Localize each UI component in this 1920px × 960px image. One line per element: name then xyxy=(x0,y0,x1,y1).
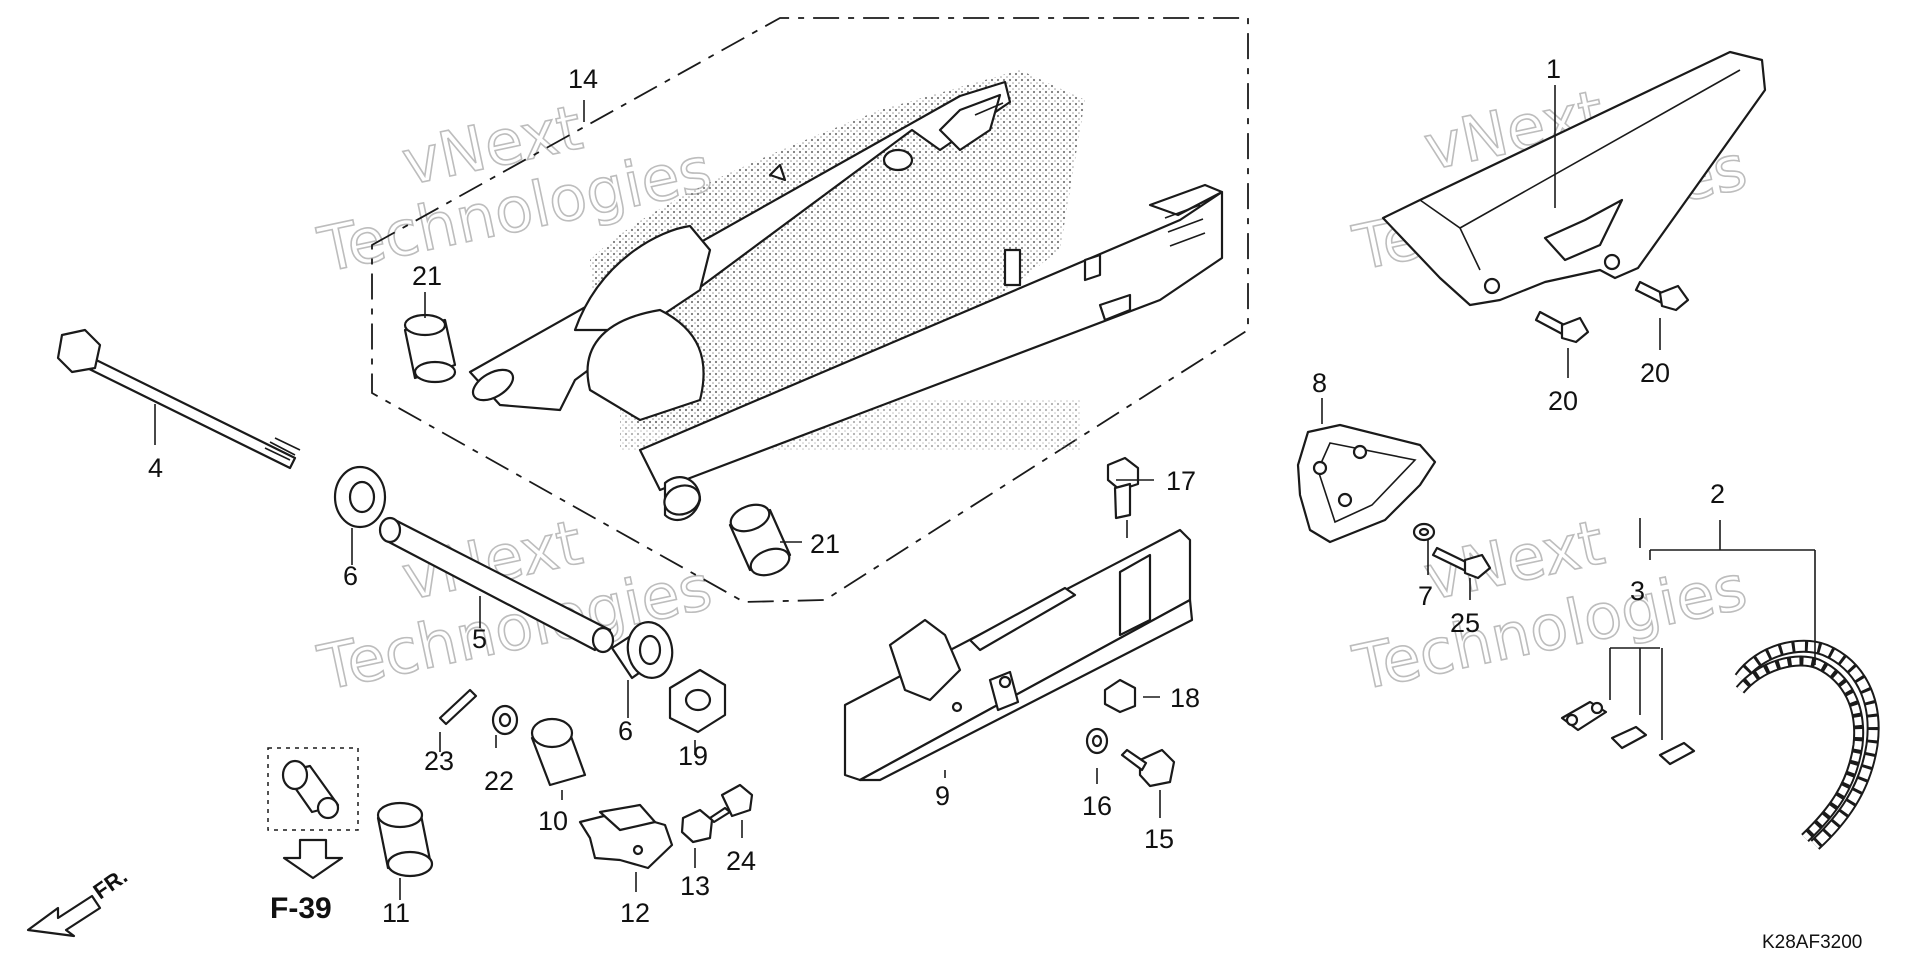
callout-2: 2 xyxy=(1710,479,1725,509)
bolt-part-17 xyxy=(1106,456,1140,520)
swingarm-assembly-boundary xyxy=(371,17,1249,603)
callout-20-left: 20 xyxy=(1548,386,1578,416)
diagram-code-label: K28AF3200 xyxy=(1762,932,1862,953)
washer-part-16 xyxy=(1085,727,1109,755)
leader-lines xyxy=(154,85,1816,900)
bolt-part-25 xyxy=(1431,546,1492,580)
callout-14: 14 xyxy=(568,64,598,94)
callout-18: 18 xyxy=(1170,683,1200,713)
nut-part-13 xyxy=(680,808,714,844)
pivot-bolt-part-4 xyxy=(56,328,301,470)
callout-17: 17 xyxy=(1166,466,1196,496)
callout-15: 15 xyxy=(1144,824,1174,854)
callout-3: 3 xyxy=(1630,576,1645,606)
collar-part-11 xyxy=(376,801,434,878)
bolt-part-20-left xyxy=(1534,310,1590,344)
callout-21-bottom: 21 xyxy=(810,529,840,559)
bolt-part-15 xyxy=(1120,748,1176,788)
chain-guide-part-8 xyxy=(1296,423,1437,544)
dust-seal-part-6-left xyxy=(333,465,387,529)
callout-25: 25 xyxy=(1450,608,1480,638)
collar-part-10 xyxy=(530,717,587,787)
collar-part-7 xyxy=(1412,522,1436,542)
bolt-part-20-right xyxy=(1634,280,1690,312)
callout-16: 16 xyxy=(1082,791,1112,821)
callout-9: 9 xyxy=(935,781,950,811)
callout-1: 1 xyxy=(1546,54,1561,84)
chain-cover-part-1 xyxy=(1381,50,1767,307)
nut-part-19 xyxy=(668,668,727,734)
callout-12: 12 xyxy=(620,898,650,928)
watermark-bottom-right: vNext Technologies xyxy=(1346,505,1753,706)
callout-11: 11 xyxy=(382,898,410,928)
callout-6-left: 6 xyxy=(343,561,358,591)
callout-labels: 14 21 21 4 6 5 6 19 23 22 10 11 12 13 24… xyxy=(148,54,1725,928)
front-marker-label: FR. xyxy=(89,863,132,904)
callout-20-right: 20 xyxy=(1640,358,1670,388)
callout-23: 23 xyxy=(424,746,454,776)
reference-page-label: F-39 xyxy=(270,892,332,925)
front-direction-arrow-icon xyxy=(26,894,102,938)
nut-part-18 xyxy=(1103,678,1137,714)
swingarm-part-14 xyxy=(468,70,1224,522)
callout-8: 8 xyxy=(1312,368,1327,398)
master-link-part-3 xyxy=(1560,700,1696,766)
callout-7: 7 xyxy=(1418,581,1433,611)
cotter-pin-part-23 xyxy=(438,688,478,726)
pivot-collar-part-5 xyxy=(378,516,615,654)
callout-13: 13 xyxy=(680,871,710,901)
dust-seal-part-6-right xyxy=(610,621,674,680)
collar-part-21-bottom xyxy=(728,503,792,577)
callout-24: 24 xyxy=(726,846,756,876)
chain-slider-part-9 xyxy=(843,528,1194,782)
callout-10: 10 xyxy=(538,806,568,836)
bracket-part-12 xyxy=(578,803,674,870)
bolt-part-24 xyxy=(708,783,754,824)
callout-4: 4 xyxy=(148,453,163,483)
drive-chain-part-2 xyxy=(1734,639,1880,850)
collar-part-21-top xyxy=(403,313,457,384)
callout-21-top: 21 xyxy=(412,261,442,291)
washer-part-22 xyxy=(491,704,519,736)
reference-box-f39 xyxy=(267,747,359,880)
callout-19: 19 xyxy=(678,741,708,771)
callout-22: 22 xyxy=(484,766,514,796)
callout-5: 5 xyxy=(472,624,487,654)
callout-6-right: 6 xyxy=(618,716,633,746)
